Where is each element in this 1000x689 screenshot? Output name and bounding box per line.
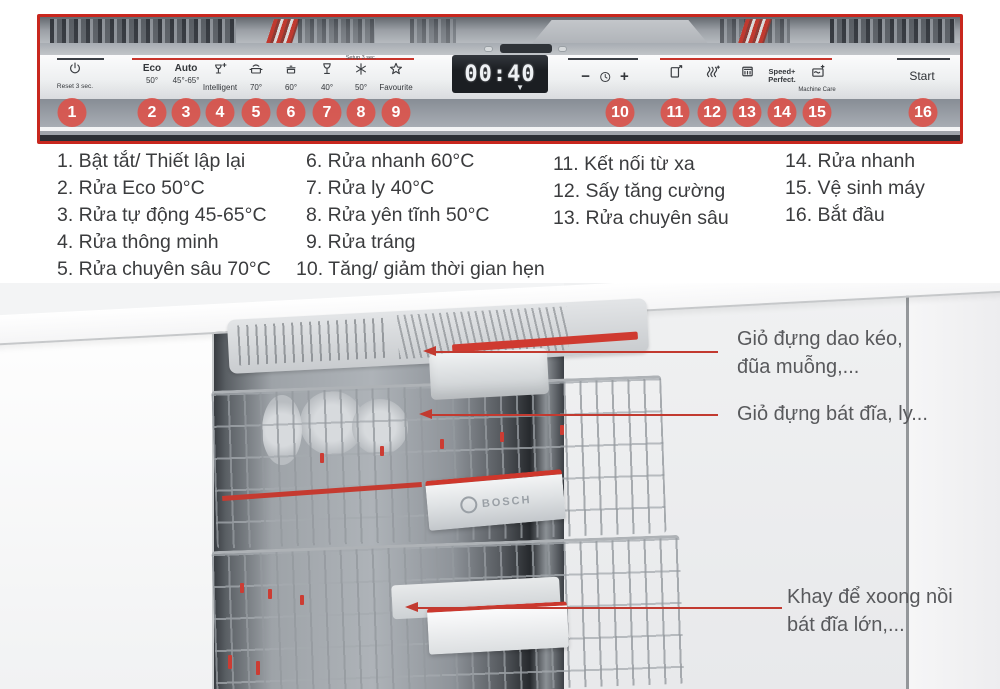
callout-badge-2: 2 bbox=[137, 98, 167, 127]
callout-badge-7: 7 bbox=[312, 98, 342, 127]
clock-icon bbox=[599, 71, 611, 82]
callout-badge-9: 9 bbox=[381, 98, 411, 127]
callout-badge-10: 10 bbox=[605, 98, 635, 127]
auto-program-button[interactable]: Auto 45°-65° bbox=[172, 63, 200, 85]
machine-care-icon bbox=[811, 64, 824, 77]
legend-item-2: 2. Rửa Eco 50°C bbox=[57, 177, 205, 199]
speed-perfect-button[interactable]: Speed+ Perfect. bbox=[754, 63, 810, 84]
display-arrow-icon: ▼ bbox=[516, 83, 524, 92]
remote-connect-button[interactable] bbox=[647, 63, 703, 84]
callout-badge-15: 15 bbox=[802, 98, 832, 127]
callout-label-upper-basket: Giỏ đựng bát đĩa, ly... bbox=[737, 403, 928, 425]
star-icon bbox=[390, 62, 402, 75]
power-label: Reset 3 sec. bbox=[56, 83, 94, 90]
legend-item-3: 3. Rửa tự động 45-65°C bbox=[57, 204, 267, 226]
speed-label-2: Perfect. bbox=[768, 75, 796, 84]
bosch-logo-icon bbox=[459, 495, 478, 515]
dishwasher-photo: BOSCH Giỏ đựng dao kéo, đũa muỗng,... Gi… bbox=[0, 283, 1000, 689]
callout-label-cutlery: Giỏ đựng dao kéo, đũa muỗng,... bbox=[737, 328, 903, 378]
remote-connect-icon bbox=[670, 65, 682, 78]
legend-item-8: 8. Rửa yên tĩnh 50°C bbox=[306, 204, 490, 226]
callout-arrow-upper-basket bbox=[419, 409, 432, 419]
glass-program-button[interactable]: 40° bbox=[299, 61, 355, 92]
callout-badge-5: 5 bbox=[241, 98, 271, 127]
quickwash-program-button[interactable]: 60° bbox=[263, 61, 319, 92]
callout-line-upper-basket bbox=[432, 414, 718, 416]
callout-arrow-cutlery bbox=[423, 346, 436, 356]
speed-label-1: Speed+ bbox=[768, 67, 796, 76]
callout-line-lower-basket bbox=[418, 607, 782, 609]
machine-care-button[interactable]: Machine Care bbox=[789, 63, 845, 93]
callout-badge-16: 16 bbox=[908, 98, 938, 127]
callout-label-lower-basket: Khay để xoong nồi bát đĩa lớn,... bbox=[787, 586, 953, 636]
intensive-zone-icon bbox=[741, 66, 753, 77]
power-button[interactable]: Reset 3 sec. bbox=[47, 61, 103, 91]
favourite-program-button[interactable]: Favourite bbox=[368, 61, 424, 92]
intensive-program-button[interactable]: 70° bbox=[228, 61, 284, 92]
legend-item-14: 14. Rửa nhanh bbox=[785, 150, 916, 172]
delay-timer-control[interactable]: − + bbox=[581, 68, 629, 85]
cabinet-panel-left bbox=[0, 323, 214, 689]
extra-dry-waves-icon bbox=[706, 65, 720, 78]
control-panel-figure: Reset 3 sec. Eco 50° Auto 45°-65° Intell… bbox=[37, 14, 963, 144]
callout-badge-6: 6 bbox=[276, 98, 306, 127]
wine-glass-icon bbox=[323, 63, 331, 74]
cabinet-panel-right bbox=[909, 283, 1000, 689]
legend-item-5: 5. Rửa chuyên sâu 70°C bbox=[57, 258, 271, 280]
glass-sparkle-icon bbox=[215, 62, 227, 74]
timer-plus-button[interactable]: + bbox=[620, 68, 629, 85]
callout-badge-8: 8 bbox=[346, 98, 376, 127]
time-display: 00:40 ▼ bbox=[452, 55, 548, 93]
pot-lid-icon bbox=[286, 65, 296, 74]
legend-item-13: 13. Rửa chuyên sâu bbox=[553, 207, 729, 229]
bosch-logo-text: BOSCH bbox=[481, 493, 532, 510]
callout-badge-3: 3 bbox=[171, 98, 201, 127]
callout-line-cutlery bbox=[436, 351, 718, 353]
legend-item-9: 9. Rửa tráng bbox=[306, 231, 416, 253]
callout-badge-1: 1 bbox=[57, 98, 87, 127]
legend-item-12: 12. Sấy tăng cường bbox=[553, 180, 726, 202]
intelligent-program-button[interactable]: Intelligent bbox=[192, 61, 248, 92]
eco-program-button[interactable]: Eco 50° bbox=[142, 63, 162, 85]
remaining-time: 00:40 bbox=[464, 61, 536, 87]
legend-item-15: 15. Vệ sinh máy bbox=[785, 177, 925, 199]
legend-item-10: 10. Tăng/ giảm thời gian hẹn bbox=[296, 258, 545, 280]
callout-arrow-lower-basket bbox=[405, 602, 418, 612]
start-button[interactable]: Start bbox=[909, 69, 935, 83]
machine-care-label: Machine Care bbox=[798, 87, 836, 93]
legend-item-11: 11. Kết nối từ xa bbox=[553, 153, 695, 175]
red-rack-detail bbox=[266, 19, 300, 43]
callout-badge-11: 11 bbox=[660, 98, 690, 127]
legend-item-1: 1. Bật tắt/ Thiết lập lại bbox=[57, 150, 246, 172]
legend-item-4: 4. Rửa thông minh bbox=[57, 231, 219, 253]
legend-item-7: 7. Rửa ly 40°C bbox=[306, 177, 435, 199]
callout-badge-4: 4 bbox=[205, 98, 235, 127]
setup-hint-label: Setup 3 sec. bbox=[345, 55, 377, 61]
cutlery-tray-handle bbox=[428, 347, 550, 401]
cabinet-seam bbox=[906, 283, 909, 689]
timer-minus-button[interactable]: − bbox=[581, 68, 590, 85]
callout-badge-14: 14 bbox=[767, 98, 797, 127]
legend-item-16: 16. Bắt đầu bbox=[785, 204, 885, 226]
door-latch bbox=[500, 44, 552, 53]
power-icon bbox=[70, 62, 80, 74]
callout-badge-12: 12 bbox=[697, 98, 727, 127]
lower-basket-front-panel bbox=[426, 601, 570, 655]
dishwasher-top-interior bbox=[40, 17, 960, 55]
pot-icon bbox=[249, 64, 263, 74]
legend-item-6: 6. Rửa nhanh 60°C bbox=[306, 150, 475, 172]
callout-badge-13: 13 bbox=[732, 98, 762, 127]
extra-dry-button[interactable] bbox=[684, 63, 740, 84]
fan-icon bbox=[356, 63, 366, 75]
silence-program-button[interactable]: Setup 3 sec. 50° bbox=[345, 55, 377, 92]
intensive-zone-button[interactable] bbox=[719, 63, 775, 84]
